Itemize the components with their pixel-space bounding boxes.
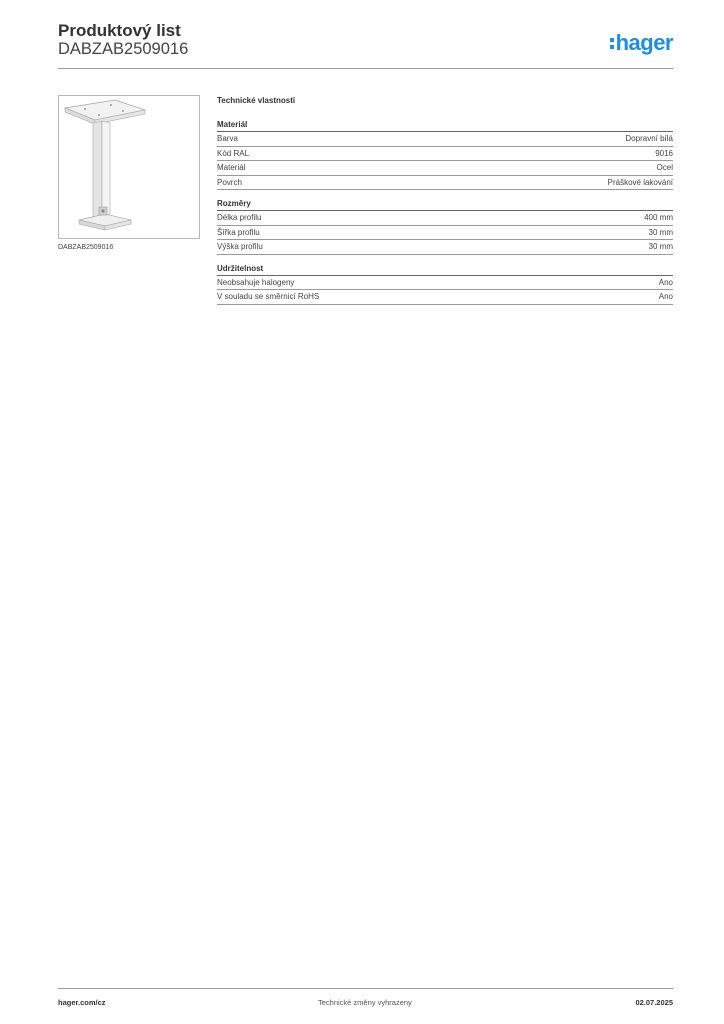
section-heading: Materiál xyxy=(217,120,673,132)
hager-logo: hager xyxy=(609,30,674,56)
spec-row: Kód RAL 9016 xyxy=(217,147,673,161)
spec-value: Ano xyxy=(658,292,673,301)
technical-specs: Technické vlastnosti Materiál Barva Dopr… xyxy=(217,95,673,314)
document-title: Produktový list xyxy=(58,21,181,40)
spec-value: Práškové lakování xyxy=(607,177,673,187)
spec-value: 9016 xyxy=(655,148,673,158)
spec-row: Šířka profilu 30 mm xyxy=(217,226,673,240)
spec-value: 30 mm xyxy=(648,227,673,237)
spec-label: Kód RAL xyxy=(217,148,250,158)
spec-row: Barva Dopravní bílá xyxy=(217,132,673,147)
spec-label: Délka profilu xyxy=(217,213,262,222)
footer-divider xyxy=(58,988,673,989)
spec-label: Povrch xyxy=(217,177,242,187)
spec-row: Povrch Práškové lakování xyxy=(217,176,673,190)
section-material: Materiál Barva Dopravní bílá Kód RAL 901… xyxy=(217,120,673,190)
footer-notice: Technické změny vyhrazeny xyxy=(318,998,412,1007)
spec-label: Neobsahuje halogeny xyxy=(217,277,295,287)
product-code: DABZAB2509016 xyxy=(58,40,189,58)
stand-pillar-illustration xyxy=(63,99,147,231)
spec-label: V souladu se směrnicí RoHS xyxy=(217,292,320,301)
spec-value: 30 mm xyxy=(648,242,673,251)
spec-row: Neobsahuje halogeny Ano xyxy=(217,276,673,290)
product-image xyxy=(58,95,200,239)
spec-label: Barva xyxy=(217,134,238,143)
footer-website-link[interactable]: hager.com/cz xyxy=(58,998,106,1007)
spec-label: Výška profilu xyxy=(217,242,263,251)
spec-row: Výška profilu 30 mm xyxy=(217,240,673,255)
spec-row: V souladu se směrnicí RoHS Ano xyxy=(217,290,673,305)
footer-date: 02.07.2025 xyxy=(635,998,673,1007)
spec-value: Ocel xyxy=(656,163,673,172)
spec-label: Materiál xyxy=(217,163,246,172)
document-header: Produktový list DABZAB2509016 hager xyxy=(58,21,674,70)
spec-value: Ano xyxy=(658,277,673,287)
logo-dots-icon xyxy=(609,37,614,49)
header-divider xyxy=(58,68,673,69)
spec-row: Materiál Ocel xyxy=(217,161,673,176)
section-heading: Udržitelnost xyxy=(217,264,673,276)
section-heading: Rozměry xyxy=(217,199,673,211)
image-caption: DABZAB2509016 xyxy=(58,244,114,251)
spec-label: Šířka profilu xyxy=(217,227,260,237)
spec-value: Dopravní bílá xyxy=(625,134,673,143)
logo-text: hager xyxy=(615,30,674,55)
spec-row: Délka profilu 400 mm xyxy=(217,211,673,226)
section-sustainability: Udržitelnost Neobsahuje halogeny Ano V s… xyxy=(217,264,673,305)
specs-title: Technické vlastnosti xyxy=(217,96,296,105)
spec-value: 400 mm xyxy=(644,213,673,222)
section-dimensions: Rozměry Délka profilu 400 mm Šířka profi… xyxy=(217,199,673,255)
